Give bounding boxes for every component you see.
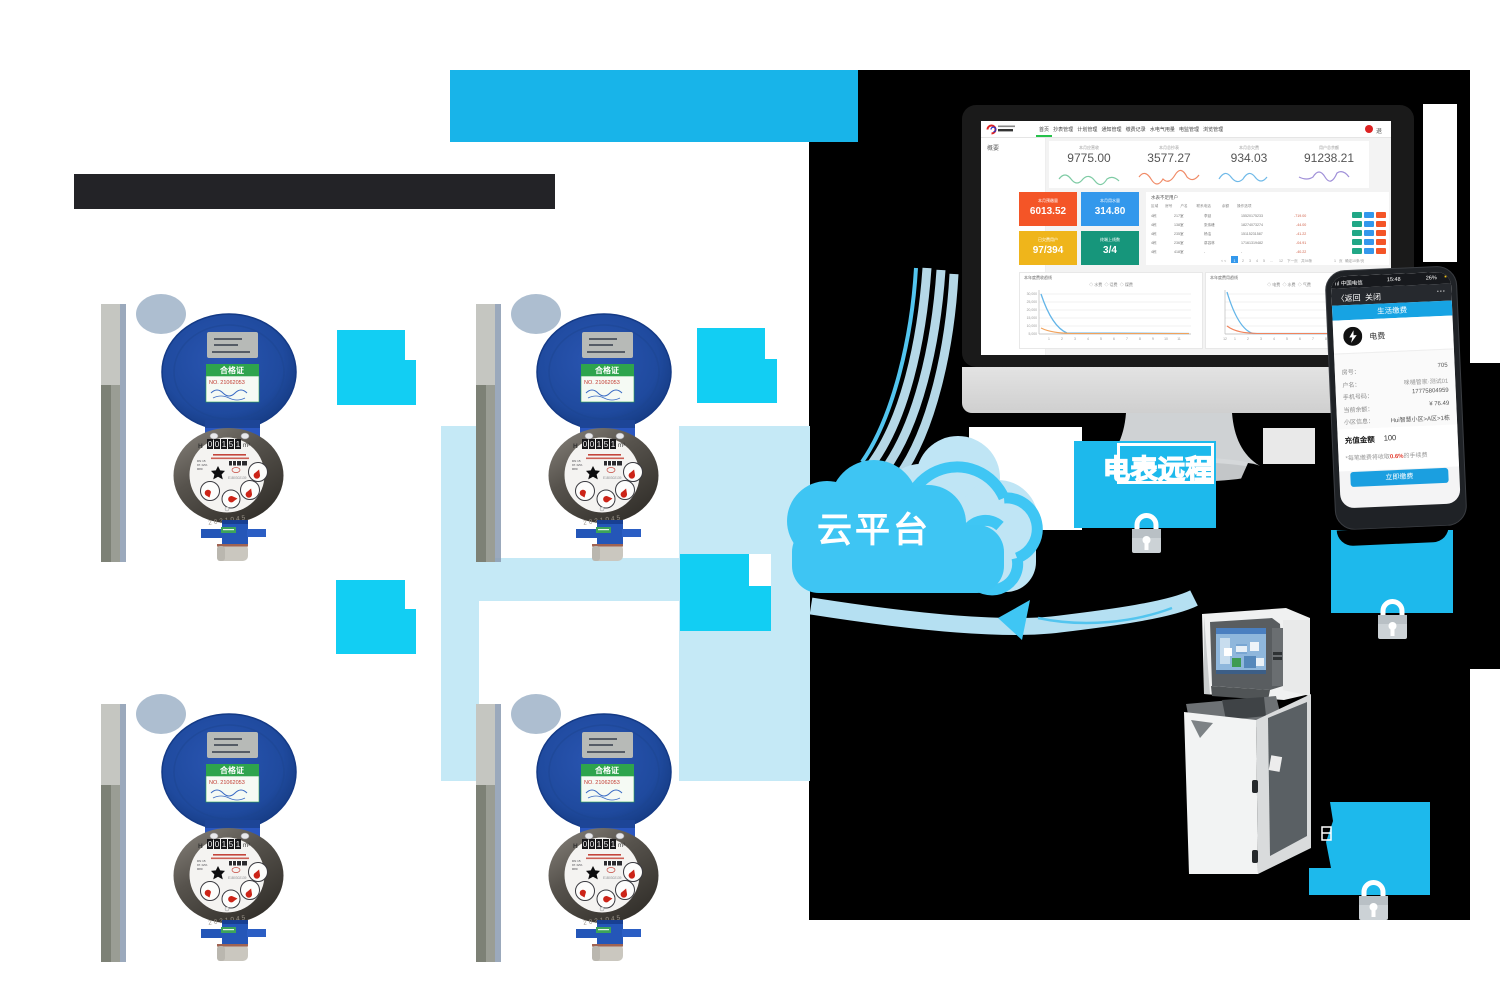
svg-text:10条/页: 10条/页 [1352, 258, 1365, 263]
svg-text:235室: 235室 [1174, 231, 1184, 236]
svg-text:3: 3 [1260, 337, 1262, 341]
svg-text:5: 5 [1100, 337, 1102, 341]
svg-text:-: - [1204, 250, 1206, 254]
svg-text:2: 2 [1061, 337, 1063, 341]
svg-text:4栋: 4栋 [1151, 231, 1157, 236]
svg-text:7: 7 [1126, 337, 1128, 341]
svg-text:4栋: 4栋 [1151, 249, 1157, 254]
svg-text:7: 7 [1312, 337, 1314, 341]
svg-text:李延: 李延 [1204, 213, 1212, 218]
svg-text:4栋: 4栋 [1151, 222, 1157, 227]
svg-text:10: 10 [1164, 337, 1168, 341]
svg-text:-04.91: -04.91 [1296, 241, 1306, 245]
svg-text:云平台: 云平台 [817, 511, 931, 550]
svg-text:共94条: 共94条 [1301, 258, 1313, 263]
svg-text:217室: 217室 [1174, 213, 1184, 218]
svg-text:418室: 418室 [1174, 249, 1184, 254]
svg-text:4: 4 [1087, 337, 1089, 341]
svg-text:...: ... [1270, 259, 1273, 263]
svg-text:25,000: 25,000 [1027, 300, 1037, 304]
svg-text:15,000: 15,000 [1027, 316, 1037, 320]
svg-text:9: 9 [1152, 337, 1154, 341]
svg-text:3: 3 [1249, 259, 1251, 263]
svg-text:15520175233: 15520175233 [1241, 214, 1263, 218]
svg-text:30,000: 30,000 [1027, 292, 1037, 296]
svg-text:5: 5 [1286, 337, 1288, 341]
svg-text:12: 12 [1223, 337, 1227, 341]
svg-text:< <: < < [1221, 259, 1226, 263]
svg-text:4: 4 [1273, 337, 1275, 341]
svg-text:12: 12 [1279, 259, 1283, 263]
svg-text:-41.22: -41.22 [1296, 232, 1306, 236]
svg-text:下一页: 下一页 [1287, 258, 1298, 263]
svg-text:杨洁: 杨洁 [1204, 231, 1212, 236]
svg-text:10,000: 10,000 [1027, 324, 1037, 328]
svg-text:页: 页 [1339, 258, 1343, 263]
svg-text:-: - [1241, 250, 1243, 254]
svg-text:4: 4 [1256, 259, 1258, 263]
svg-text:-719.00: -719.00 [1294, 214, 1306, 218]
svg-text:张伟峰: 张伟峰 [1204, 222, 1215, 227]
svg-text:慕容林: 慕容林 [1204, 240, 1215, 245]
svg-text:5: 5 [1263, 259, 1265, 263]
svg-text:15115231587: 15115231587 [1241, 232, 1263, 236]
svg-text:18274073274: 18274073274 [1241, 223, 1263, 227]
svg-text:4栋: 4栋 [1151, 213, 1157, 218]
svg-text:8: 8 [1325, 337, 1327, 341]
svg-text:1: 1 [1048, 337, 1050, 341]
svg-text:8: 8 [1139, 337, 1141, 341]
svg-text:20,000: 20,000 [1027, 308, 1037, 312]
svg-text:236室: 236室 [1174, 240, 1184, 245]
svg-text:2: 2 [1247, 337, 1249, 341]
svg-text:6: 6 [1299, 337, 1301, 341]
svg-text:11: 11 [1177, 337, 1181, 341]
svg-text:138室: 138室 [1174, 222, 1184, 227]
svg-text:确定: 确定 [1345, 258, 1353, 263]
svg-text:-44.00: -44.00 [1296, 223, 1306, 227]
svg-text:17161319482: 17161319482 [1241, 241, 1263, 245]
svg-text:1: 1 [1234, 337, 1236, 341]
svg-text:-40.22: -40.22 [1296, 250, 1306, 254]
svg-text:4栋: 4栋 [1151, 240, 1157, 245]
svg-text:1: 1 [1234, 259, 1236, 263]
svg-text:2: 2 [1242, 259, 1244, 263]
svg-text:1: 1 [1334, 259, 1336, 263]
svg-text:6: 6 [1113, 337, 1115, 341]
svg-text:3: 3 [1074, 337, 1076, 341]
svg-text:5,000: 5,000 [1029, 332, 1038, 336]
